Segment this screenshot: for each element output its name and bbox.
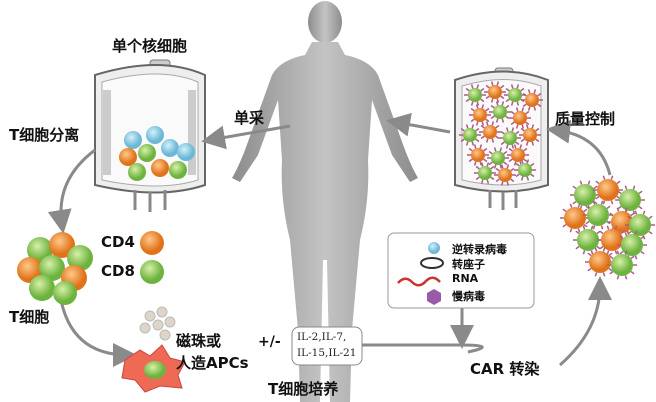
- label-car-transduction: CAR 转染: [470, 360, 540, 378]
- process-arrows: [47, 112, 612, 367]
- car-t-cell: [560, 203, 590, 233]
- rna-icon: [397, 276, 441, 287]
- car-t-cell: [607, 250, 637, 280]
- legend-label-retrovirus: 逆转录病毒: [452, 243, 507, 256]
- car-t-cell: [459, 124, 481, 146]
- car-t-cell: [487, 147, 509, 169]
- legend-label-lentivirus: 慢病毒: [452, 290, 485, 303]
- car-t-cell: [583, 200, 613, 230]
- label-t-cell-culture: T细胞培养: [268, 380, 339, 398]
- car-t-cell: [489, 101, 511, 123]
- label-cd8: CD8: [101, 262, 135, 280]
- blood-bag-right: [454, 67, 549, 210]
- car-t-cell: [521, 89, 543, 111]
- label-cytokines-2: IL-15,IL-21: [297, 347, 357, 359]
- car-t-cell: [484, 81, 506, 103]
- label-t-cells: T细胞: [9, 308, 50, 326]
- blood-bag-left: [94, 59, 206, 212]
- legend-label-rna: RNA: [452, 272, 479, 285]
- car-t-cell: [617, 230, 647, 260]
- cd8-cell-icon: [140, 260, 164, 284]
- car-t-cell: [585, 247, 615, 277]
- label-cd4: CD4: [101, 233, 135, 251]
- apc-cell-icon: [121, 344, 186, 393]
- label-beads: 磁珠或: [176, 332, 222, 350]
- label-artificial-apcs: 人造APCs: [176, 354, 249, 372]
- t-cell-cluster: [17, 232, 93, 305]
- car-t-cell: [573, 225, 603, 255]
- cd4-cell-icon: [140, 231, 164, 255]
- transposon-icon: [420, 257, 444, 269]
- car-t-cell: [479, 121, 501, 143]
- car-t-cell: [509, 107, 531, 129]
- car-t-cell: [519, 124, 541, 146]
- label-mononuclear-cells: 单个核细胞: [112, 37, 188, 55]
- label-t-cell-isolation: T细胞分离: [9, 126, 80, 144]
- car-t-cell: [469, 104, 491, 126]
- legend-box: [387, 232, 535, 309]
- car-t-cell: [615, 185, 645, 215]
- magnetic-beads-icon: [139, 306, 176, 341]
- car-t-cell: [474, 162, 496, 184]
- car-t-cell-cluster: [560, 175, 655, 280]
- lentivirus-icon: [427, 289, 441, 305]
- retrovirus-icon: [428, 242, 440, 254]
- label-cytokines-1: IL-2,IL-7,: [297, 331, 347, 343]
- car-t-cell: [514, 159, 536, 181]
- car-t-cell: [464, 84, 486, 106]
- car-t-cell: [625, 210, 655, 240]
- car-t-cell: [499, 127, 521, 149]
- label-plus-minus: +/-: [258, 334, 281, 350]
- label-quality-control: 质量控制: [555, 110, 616, 128]
- legend-label-transposon: 转座子: [452, 258, 485, 271]
- car-t-cell: [467, 144, 489, 166]
- car-t-cell: [494, 164, 516, 186]
- car-t-cell: [507, 144, 529, 166]
- human-body-icon: [232, 1, 418, 402]
- cytokine-box: [291, 326, 363, 366]
- car-t-cell: [570, 180, 600, 210]
- label-apheresis: 单采: [234, 109, 265, 127]
